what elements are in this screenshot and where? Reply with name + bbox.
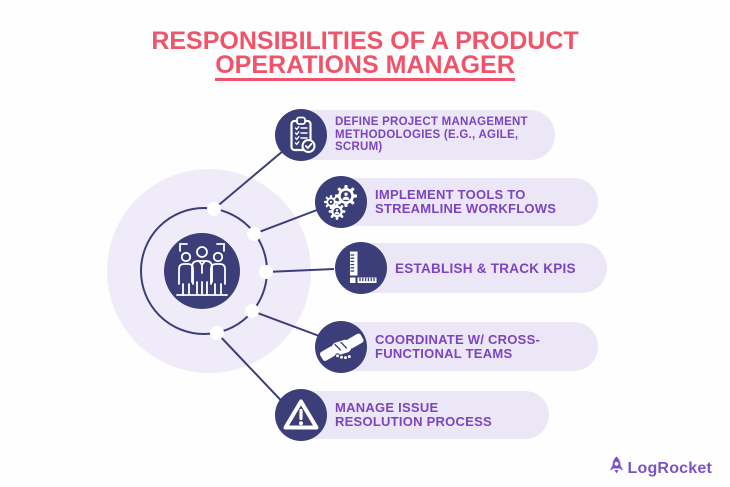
brand-name: LogRocket [627,459,712,477]
page-title: RESPONSIBILITIES OF A PRODUCT OPERATIONS… [0,29,730,81]
title-line-2: OPERATIONS MANAGER [215,51,515,81]
title-line-1: RESPONSIBILITIES OF A PRODUCT [151,27,579,55]
responsibility-item-1: DEFINE PROJECT MANAGEMENT METHODOLOGIES … [275,109,555,161]
connector-line-5 [216,332,293,413]
item-label-line: COORDINATE W/ CROSS- [375,331,541,347]
ruler-icon [335,242,387,294]
item-label-line: SCRUM) [335,141,383,154]
handshake-icon [315,320,367,373]
rocket-icon [609,456,624,481]
orbit-node-4 [245,304,259,318]
orbit-node-3 [259,265,273,279]
responsibility-item-2: IMPLEMENT TOOLS TO STREAMLINE WORKFLOWS [315,176,598,228]
responsibility-item-4: COORDINATE W/ CROSS- FUNCTIONAL TEAMS [315,320,598,373]
item-label-line: FUNCTIONAL TEAMS [375,345,513,361]
gears-icon [315,176,367,228]
clipboard-checklist-icon [275,109,327,161]
item-label-line: RESOLUTION PROCESS [335,414,492,429]
connector-line-3 [265,268,335,273]
responsibility-item-5: MANAGE ISSUE RESOLUTION PROCESS [275,389,549,441]
logrocket-logo: LogRocket [609,456,712,481]
orbit-node-1 [207,202,221,216]
item-label-line: STREAMLINE WORKFLOWS [375,201,557,216]
warning-triangle-icon [275,389,327,441]
responsibility-item-3: ESTABLISH & TRACK KPIS [335,242,607,294]
item-label-line: METHODOLOGIES (E.G., AGILE, [335,128,519,141]
item-label-line: IMPLEMENT TOOLS TO [375,187,526,202]
item-label-line: MANAGE ISSUE [335,400,439,415]
orbit-nodes [207,202,273,340]
item-label-line: ESTABLISH & TRACK KPIS [395,260,576,276]
team-icon [176,243,228,296]
orbit-node-2 [247,227,261,241]
orbit-node-5 [210,326,224,340]
item-label-line: DEFINE PROJECT MANAGEMENT [335,116,528,129]
